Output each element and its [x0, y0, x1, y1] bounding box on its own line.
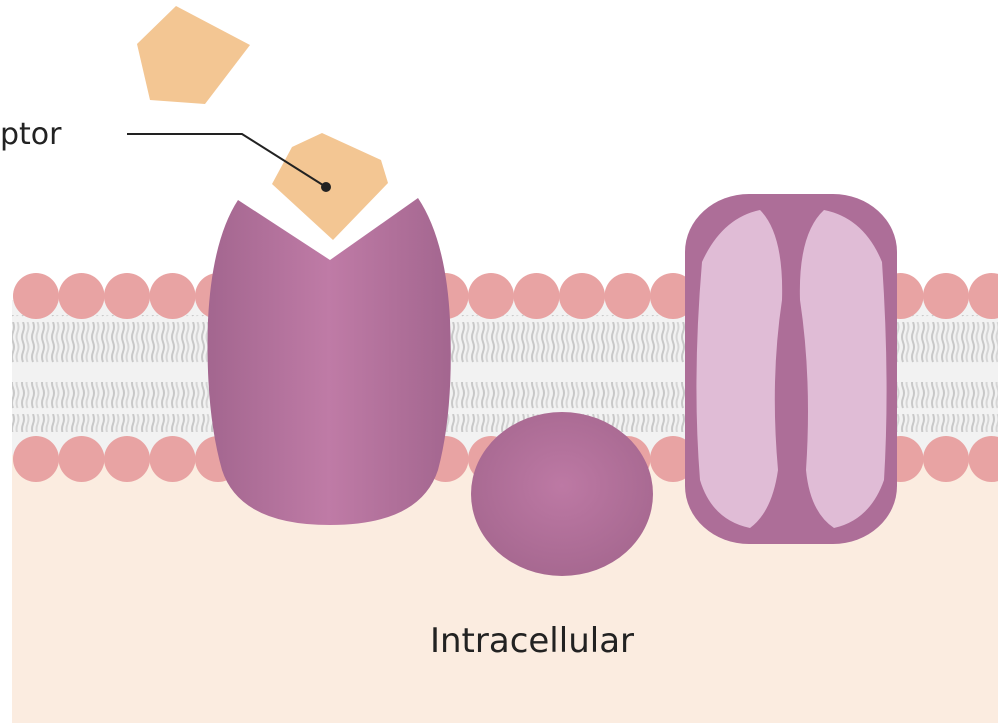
lipid-head: [104, 436, 150, 482]
lipid-head: [150, 273, 196, 319]
leader-line-dot: [321, 182, 331, 192]
lipid-head: [468, 273, 514, 319]
lipid-head: [59, 273, 105, 319]
lipid-head: [13, 436, 59, 482]
lipid-head: [104, 273, 150, 319]
lipid-head: [59, 436, 105, 482]
lipid-head: [923, 273, 969, 319]
lipid-head: [150, 436, 196, 482]
lipid-head: [923, 436, 969, 482]
free-ligand-icon: [137, 6, 250, 104]
channel-subunit-left: [696, 210, 782, 528]
lipid-head: [559, 273, 605, 319]
channel-subunit-right: [800, 210, 887, 528]
lipid-head: [514, 273, 560, 319]
receptor-label: ptor: [0, 117, 62, 152]
channel-protein: [685, 194, 897, 544]
intracellular-label: Intracellular: [430, 621, 634, 661]
lipid-head: [605, 273, 651, 319]
lipid-head: [13, 273, 59, 319]
peripheral-protein: [471, 412, 653, 576]
